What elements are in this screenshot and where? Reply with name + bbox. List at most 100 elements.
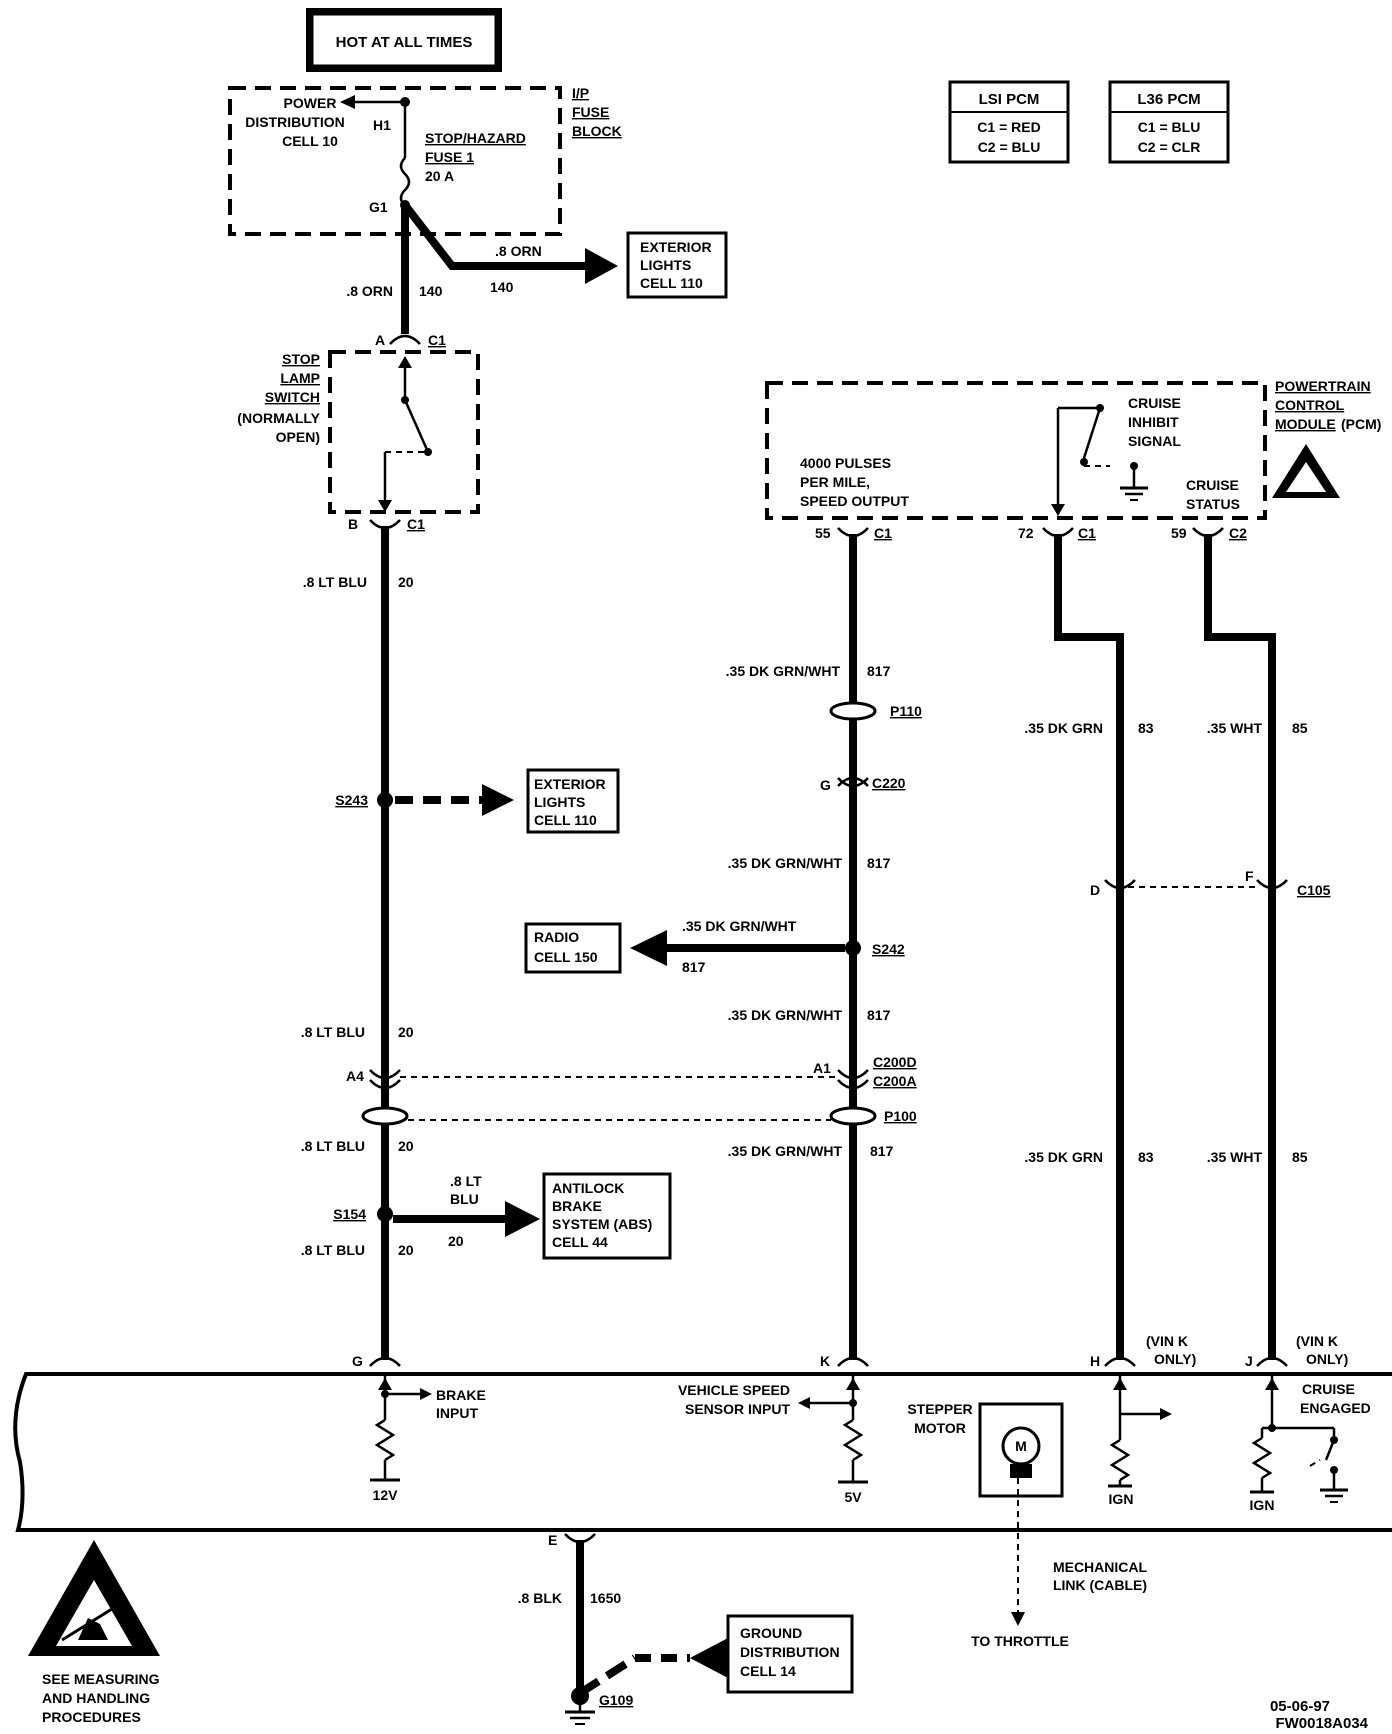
abs-l2: BRAKE: [552, 1198, 602, 1214]
k-pin: K: [820, 1353, 830, 1369]
exterior-mid-l1: EXTERIOR: [534, 776, 606, 792]
wire85-vin-1: (VIN K: [1296, 1333, 1338, 1349]
abs-l3: SYSTEM (ABS): [552, 1216, 652, 1232]
speed-circuit-4: 817: [870, 1143, 894, 1159]
lt-blu-wire: B C1 .8 LT BLU 20 S243 .8 LT BLU 20 A4 .…: [301, 516, 425, 1369]
radio-l2: CELL 150: [534, 949, 598, 965]
fuse-name-2: FUSE 1: [425, 149, 474, 165]
ground-dist-2: DISTRIBUTION: [740, 1644, 840, 1660]
main-left-wire: .8 ORN 140 A C1: [346, 205, 446, 348]
p110-connector: P110: [890, 703, 922, 719]
block-label-1: I/P: [572, 85, 589, 101]
esd-warning-icon: [28, 1540, 160, 1656]
pin-72: 72: [1018, 525, 1034, 541]
g-pin: G: [352, 1353, 363, 1369]
lt-blu-label-4: .8 LT BLU: [301, 1242, 365, 1258]
h-pin: H: [1090, 1353, 1100, 1369]
shared-connector-links: [400, 886, 1257, 1121]
brake-input-2: INPUT: [436, 1405, 478, 1421]
exterior-top-l3: CELL 110: [640, 275, 703, 291]
block-label-2: FUSE: [572, 104, 609, 120]
wire85-circuit-1: 85: [1292, 720, 1308, 736]
pin-55-conn: C1: [874, 525, 892, 541]
wire83-label-1: .35 DK GRN: [1024, 720, 1103, 736]
diagram-code: FW0018A034: [1275, 1715, 1368, 1732]
fuse-name-1: STOP/HAZARD: [425, 130, 526, 146]
a4-pin: A4: [346, 1068, 364, 1084]
d-pin: D: [1090, 882, 1100, 898]
ground-wire-label: .8 BLK: [518, 1590, 562, 1606]
l36-c2: C2 = CLR: [1138, 139, 1201, 155]
motor-label: M: [1015, 1438, 1027, 1454]
exterior-lights-mid-branch: EXTERIOR LIGHTS CELL 110: [395, 768, 620, 834]
speed-wire-1: .35 DK GRN/WHT: [726, 663, 841, 679]
mechanical-link-1: MECHANICAL: [1053, 1559, 1148, 1575]
motor-icon: M: [1001, 1426, 1041, 1478]
wire83-vin-1: (VIN K: [1146, 1333, 1188, 1349]
pin-59: 59: [1171, 525, 1187, 541]
lt-blu-label-2: .8 LT BLU: [301, 1024, 365, 1040]
wire85-vin-2: ONLY): [1306, 1351, 1348, 1367]
wire85-label-1: .35 WHT: [1207, 720, 1263, 736]
fuse-block: POWER DISTRIBUTION CELL 10 H1 G1 STOP/HA…: [228, 85, 622, 236]
wire85-label-2: .35 WHT: [1207, 1149, 1263, 1165]
stop-switch-pin-a: A: [375, 332, 385, 348]
brake-input-1: BRAKE: [436, 1387, 486, 1403]
pulses-2: PER MILE,: [800, 474, 870, 490]
e-pin: E: [548, 1532, 557, 1548]
ground-wire: E .8 BLK 1650 G109 GROUND DISTRIBUTION C…: [518, 1532, 854, 1725]
mechanical-link-2: LINK (CABLE): [1053, 1577, 1147, 1593]
lt-blu-label-3: .8 LT BLU: [301, 1138, 365, 1154]
switch-label-1: STOP: [282, 351, 320, 367]
diagram-date: 05-06-97: [1270, 1698, 1330, 1715]
pcm-title-1: POWERTRAIN: [1275, 378, 1371, 394]
c200a-connector: C200A: [873, 1073, 917, 1089]
ign-label-1: IGN: [1109, 1491, 1134, 1507]
block-label-3: BLOCK: [572, 123, 622, 139]
pcm-title-2: CONTROL: [1275, 397, 1345, 413]
lsi-c1: C1 = RED: [977, 119, 1040, 135]
switch-label-5: OPEN): [276, 429, 320, 445]
status-1: CRUISE: [1186, 477, 1239, 493]
abs-l1: ANTILOCK: [552, 1180, 624, 1196]
s154-splice: S154: [333, 1206, 366, 1222]
abs-branch: .8 LT BLU 20 ANTILOCK BRAKE SYSTEM (ABS)…: [393, 1172, 672, 1260]
l36-pcm-title: L36 PCM: [1137, 91, 1200, 108]
lsi-pcm-table: LSI PCM C1 = RED C2 = BLU: [948, 80, 1070, 164]
c200d-connector: C200D: [873, 1054, 917, 1070]
stepper-1: STEPPER: [907, 1401, 972, 1417]
abs-circuit: 20: [448, 1233, 464, 1249]
exterior-lights-top-branch: .8 ORN 140 EXTERIOR LIGHTS CELL 110: [401, 202, 728, 299]
to-throttle: TO THROTTLE: [971, 1633, 1069, 1649]
power-dist-2: DISTRIBUTION: [245, 114, 345, 130]
exterior-top-circuit: 140: [490, 279, 514, 295]
cruise-engaged-2: ENGAGED: [1300, 1400, 1371, 1416]
inhibit-3: SIGNAL: [1128, 433, 1181, 449]
wire83-circuit-1: 83: [1138, 720, 1154, 736]
speed-wire-4: .35 DK GRN/WHT: [728, 1143, 843, 1159]
lt-blu-label-1: .8 LT BLU: [303, 574, 367, 590]
speed-output-wire: .35 DK GRN/WHT 817 P110 G C220 .35 DK GR…: [726, 534, 922, 1369]
orn-wire-label: .8 ORN: [346, 283, 393, 299]
g109-ground: G109: [599, 1692, 633, 1708]
wire83-vin-2: ONLY): [1154, 1351, 1196, 1367]
abs-l4: CELL 44: [552, 1234, 608, 1250]
stop-switch-c1-bottom: C1: [407, 516, 425, 532]
cruise-inhibit-wire: .35 DK GRN 83 D .35 DK GRN 83 H (VIN K O…: [1024, 534, 1196, 1369]
exterior-top-l2: LIGHTS: [640, 257, 691, 273]
h1-pin: H1: [373, 117, 391, 133]
pcm-module: POWERTRAIN CONTROL MODULE (PCM) 4000 PUL…: [765, 378, 1381, 520]
p100-connector: P100: [884, 1108, 917, 1124]
switch-label-4: (NORMALLY: [237, 410, 320, 426]
pulses-3: SPEED OUTPUT: [800, 493, 909, 509]
power-dist-3: CELL 10: [282, 133, 338, 149]
pcm-connectors: 55 C1 72 C1 59 C2: [815, 525, 1247, 541]
v12-label: 12V: [373, 1487, 399, 1503]
switch-label-3: SWITCH: [265, 389, 320, 405]
l36-pcm-table: L36 PCM C1 = BLU C2 = CLR: [1108, 80, 1230, 164]
hot-at-all-times-box: HOT AT ALL TIMES: [306, 8, 502, 72]
throttle-labels: MECHANICAL LINK (CABLE) TO THROTTLE: [971, 1559, 1147, 1649]
c220-pin-g: G: [820, 777, 831, 793]
lt-blu-circuit-2: 20: [398, 1024, 414, 1040]
